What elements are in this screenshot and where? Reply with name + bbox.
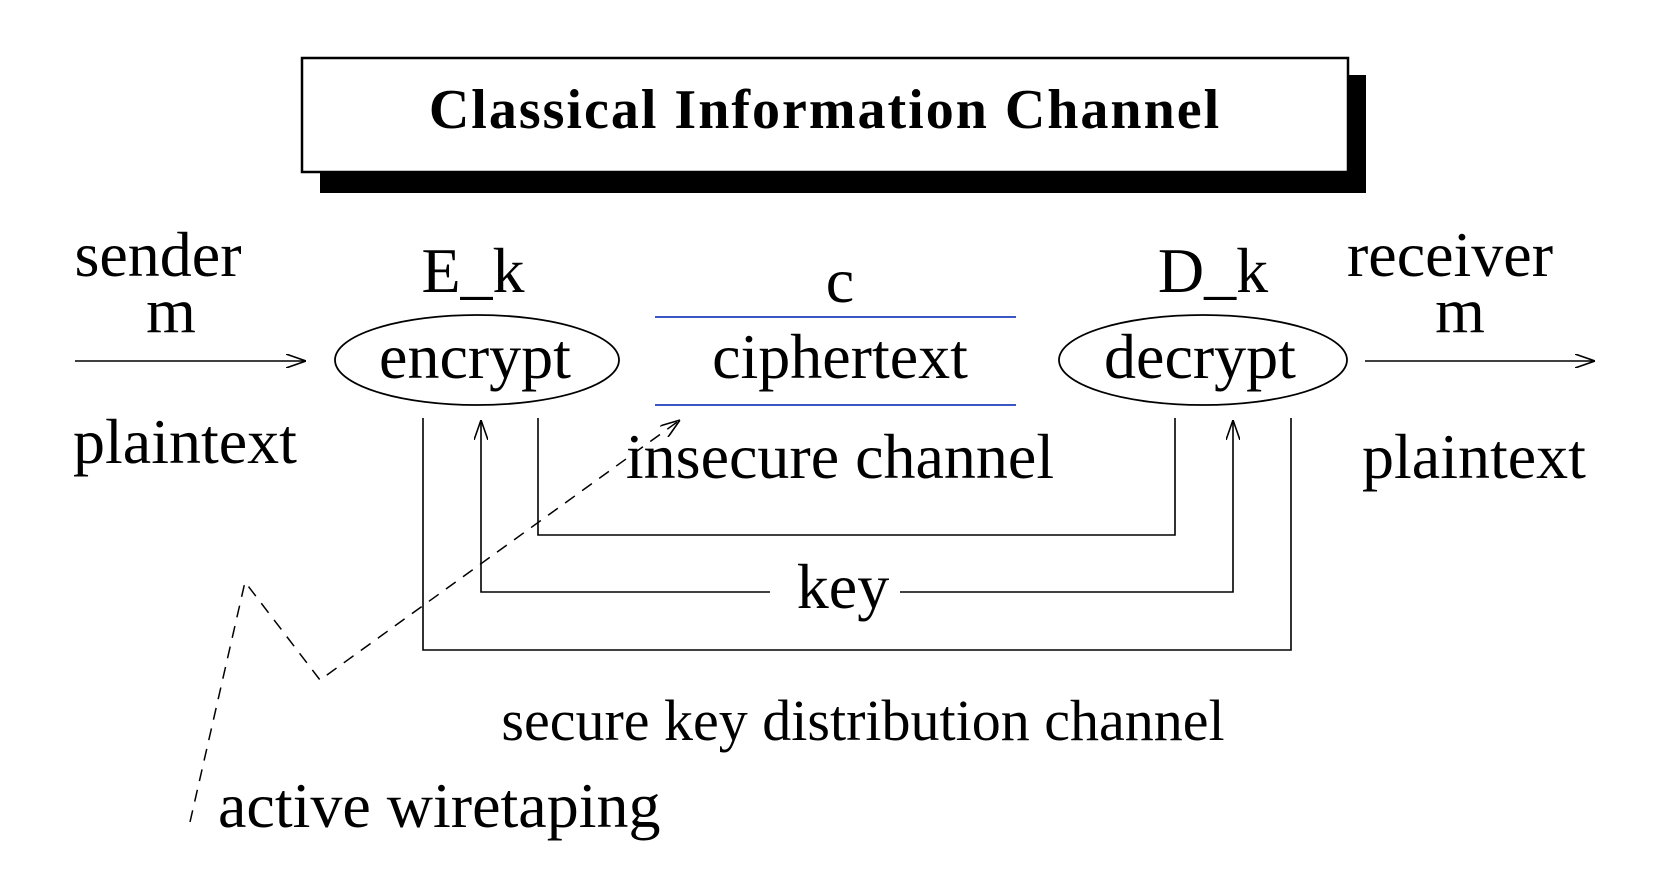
secure-channel-label: secure key distribution channel — [501, 688, 1224, 753]
encrypt-node-label: encrypt — [379, 321, 571, 392]
title-box: Classical Information Channel — [300, 56, 1366, 193]
ciphertext-var: c — [826, 245, 854, 316]
key-line-to-encrypt — [481, 420, 770, 593]
insecure-channel-caption: insecure channel — [626, 421, 1054, 492]
diagram-title: Classical Information Channel — [429, 79, 1221, 141]
sender-plaintext-label: plaintext — [73, 406, 297, 477]
receiver-label: receiver — [1347, 219, 1553, 290]
active-wiretapping-label: active wiretaping — [218, 770, 660, 841]
key-line-to-decrypt — [900, 420, 1233, 593]
receiver-plaintext-label: plaintext — [1362, 421, 1586, 492]
inner-key-connector — [537, 418, 1176, 536]
encrypt-op-label: E_k — [421, 235, 524, 306]
secure-channel-loop — [422, 418, 1292, 651]
title-box-frame — [300, 56, 1350, 174]
decrypt-node-label: decrypt — [1104, 321, 1296, 392]
decrypt-op-label: D_k — [1158, 235, 1268, 306]
wiretap-dashed-path — [189, 420, 680, 823]
key-label: key — [797, 551, 889, 622]
receiver-message-var: m — [1435, 275, 1485, 346]
sender-label: sender — [74, 219, 241, 290]
encrypt-node — [334, 314, 620, 406]
decrypt-node — [1058, 314, 1348, 406]
sender-message-var: m — [146, 275, 196, 346]
ciphertext-label: ciphertext — [712, 321, 968, 392]
